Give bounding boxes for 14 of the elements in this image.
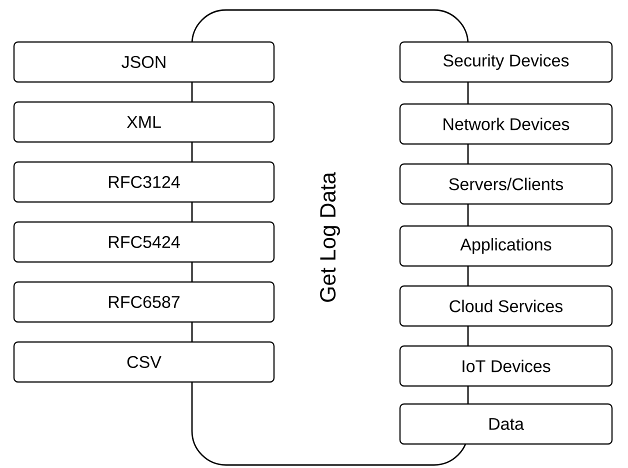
format-box: RFC6587 xyxy=(13,281,275,323)
source-box: Security Devices xyxy=(399,41,613,83)
format-box: RFC5424 xyxy=(13,221,275,263)
format-box: RFC3124 xyxy=(13,161,275,203)
source-box: Network Devices xyxy=(399,103,613,145)
format-box: XML xyxy=(13,101,275,143)
source-box: Data xyxy=(399,403,613,445)
source-box: Cloud Services xyxy=(399,285,613,327)
format-box: CSV xyxy=(13,341,275,383)
format-box: JSON xyxy=(13,41,275,83)
source-box: IoT Devices xyxy=(399,345,613,387)
rotated-label: Get Log Data xyxy=(320,172,340,302)
source-box: Applications xyxy=(399,225,613,267)
source-box: Servers/Clients xyxy=(399,163,613,205)
